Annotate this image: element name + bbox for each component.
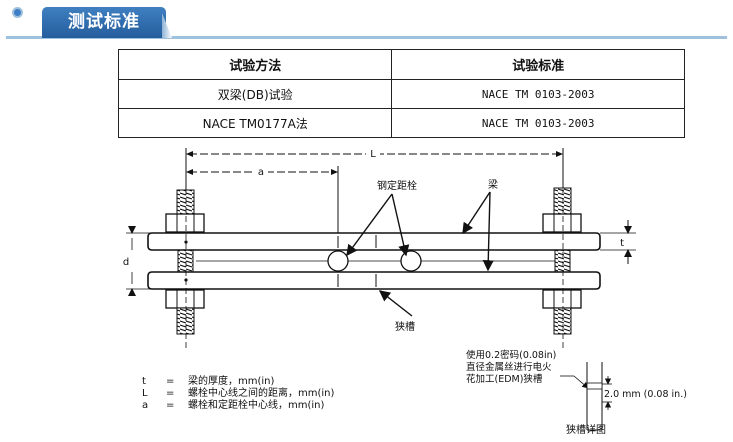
spacer-pin-left	[327, 250, 349, 272]
dimension-t: t	[600, 220, 636, 264]
lower-beam	[147, 271, 601, 290]
dim-L-label: L	[370, 149, 376, 160]
dimension-d: d	[123, 226, 150, 296]
legend-symbol: L	[142, 388, 148, 399]
spacer-pin-right	[400, 250, 422, 272]
table-cell: NACE TM0177A法	[117, 108, 393, 138]
legend-symbol: t	[142, 376, 146, 387]
legend-equals: =	[166, 388, 174, 399]
section-title: 测试标准	[42, 7, 166, 38]
header-bullet-icon	[12, 7, 23, 18]
dimension-L: L	[185, 147, 564, 194]
slot-note-line-2: 直径金属丝进行电火	[466, 361, 552, 373]
legend-equals: =	[166, 400, 174, 411]
header-rule	[6, 36, 727, 39]
table-row: 双梁(DB)试验 NACE TM 0103-2003	[117, 79, 685, 109]
legend-equals: =	[166, 376, 174, 387]
symbol-legend: t = 梁的厚度，mm(in) L = 螺栓中心线之间的距离，mm(in) a …	[142, 374, 334, 411]
table-cell: NACE TM 0103-2003	[391, 108, 685, 138]
column-header: 试验方法	[117, 49, 393, 80]
slot-detail-caption: 狭槽详图	[566, 423, 606, 436]
dimension-a: a	[186, 165, 339, 236]
header-tab-shadow	[162, 13, 172, 38]
table-cell: 双梁(DB)试验	[117, 79, 393, 109]
table-header-row: 试验方法 试验标准	[117, 49, 685, 80]
standards-table: 试验方法 试验标准 双梁(DB)试验 NACE TM 0103-2003 NAC…	[117, 49, 685, 138]
upper-beam	[147, 232, 601, 251]
dim-a-label: a	[258, 167, 264, 178]
slot-note-line-1: 使用0.2密码(0.08in)	[466, 349, 556, 361]
table-row: NACE TM0177A法 NACE TM 0103-2003	[117, 108, 685, 138]
label-spacer-pin: 钢定距栓	[377, 179, 417, 192]
legend-desc: 螺栓中心线之间的距离，mm(in)	[188, 386, 334, 399]
label-beam: 梁	[488, 178, 498, 191]
column-header: 试验标准	[391, 49, 685, 80]
table-cell: NACE TM 0103-2003	[391, 79, 685, 109]
label-slot: 狭槽	[395, 320, 415, 333]
double-beam-diagram: L a	[123, 147, 687, 436]
slot-detail: 使用0.2密码(0.08in) 直径金属丝进行电火 花加工(EDM)狭槽 2.0…	[466, 349, 687, 436]
legend-desc: 梁的厚度，mm(in)	[188, 374, 274, 387]
legend-desc: 螺栓和定距栓中心线，mm(in)	[188, 398, 324, 411]
slot-width-label: 2.0 mm (0.08 in.)	[604, 389, 687, 400]
left-bolt	[165, 189, 205, 335]
dim-t-label: t	[620, 238, 624, 249]
dim-d-label: d	[123, 257, 129, 268]
slot-note-line-3: 花加工(EDM)狭槽	[466, 373, 543, 385]
legend-symbol: a	[142, 400, 148, 411]
